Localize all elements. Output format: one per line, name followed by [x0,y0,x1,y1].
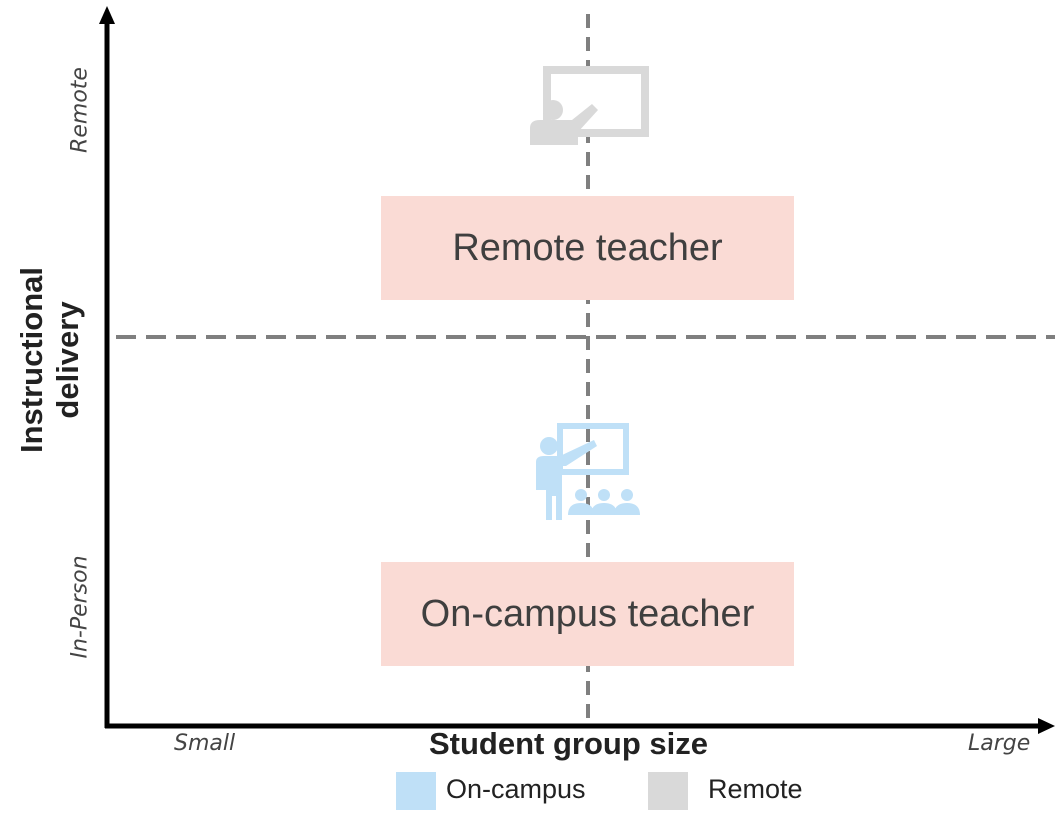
remote-teacher-label: Remote teacher [452,226,723,269]
oncampus-teacher-label: On-campus teacher [420,592,755,635]
legend-label-remote: Remote [708,774,803,804]
legend-swatch-oncampus [396,772,436,810]
y-axis-arrowhead [99,6,115,24]
classroom-teacher-icon [536,423,640,520]
remote-teacher-box: Remote teacher [381,196,794,300]
x-axis-arrowhead [1038,718,1055,734]
y-axis-top-label: Remote [67,67,93,153]
remote-teacher-icon [530,66,649,145]
x-axis-title: Student group size [429,726,708,761]
y-axis-title-line-1: Instructional [14,266,49,454]
x-axis-right-label: Large [968,731,1031,756]
y-axis-title: Instructional delivery [14,267,86,453]
oncampus-teacher-box: On-campus teacher [381,562,794,666]
x-axis-left-label: Small [174,731,236,756]
y-axis-bottom-label: In-Person [67,555,93,659]
y-axis-title-line-2: delivery [50,301,85,419]
legend-swatch-remote [648,772,688,810]
legend-label-oncampus: On-campus [446,774,586,804]
